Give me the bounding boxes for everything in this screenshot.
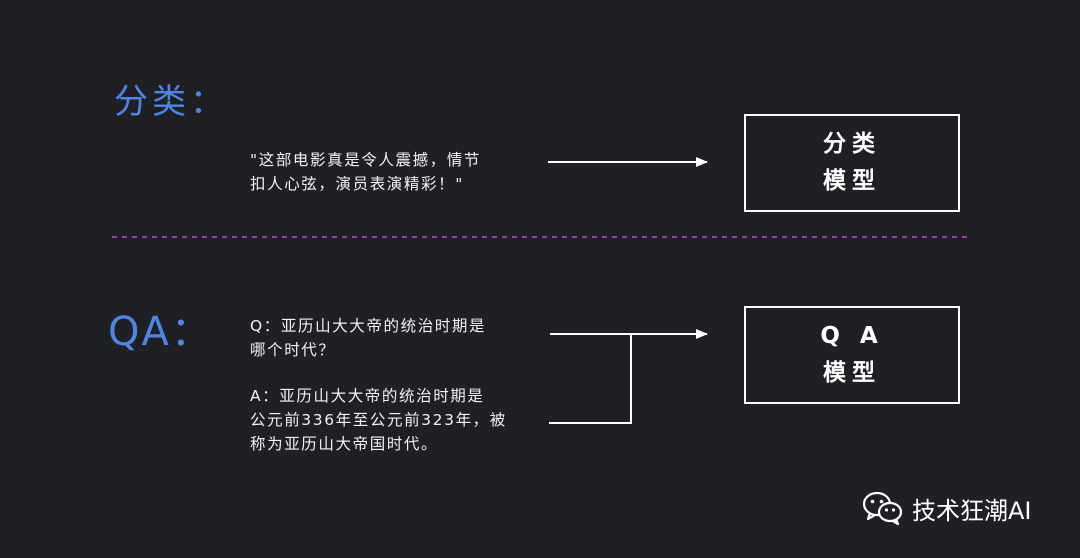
watermark-text: 技术狂潮AI: [912, 496, 1032, 525]
watermark: 技术狂潮AI: [862, 490, 1032, 526]
qa-model-label-line: 模型: [823, 360, 881, 386]
answer-text: A：亚历山大大帝的统治时期是 公元前336年至公元前323年，被 称为亚历山大帝…: [250, 384, 540, 456]
classification-model-label-line: 分类: [823, 131, 881, 157]
wechat-icon: [862, 491, 903, 526]
answer-line: 称为亚历山大帝国时代。: [250, 435, 439, 453]
qa-model-label-line: Q A: [820, 323, 884, 349]
answer-line: 公元前336年至公元前323年，被: [250, 411, 507, 429]
qa-model-box: Q A 模型: [744, 306, 960, 404]
question-text: Q：亚历山大大帝的统治时期是 哪个时代？: [250, 314, 540, 362]
classification-input-line: 扣人心弦，演员表演精彩！": [250, 175, 464, 193]
qa-answer-connector: [549, 334, 632, 424]
question-line: Q：亚历山大大帝的统治时期是: [250, 317, 487, 335]
classification-input-line: "这部电影真是令人震撼，情节: [250, 151, 482, 169]
classification-section-label: 分类：: [114, 82, 228, 122]
answer-line: A：亚历山大大帝的统治时期是: [250, 387, 485, 405]
classification-model-box: 分类 模型: [744, 114, 960, 212]
qa-section-label: QA：: [108, 309, 213, 355]
question-line: 哪个时代？: [250, 341, 336, 359]
classification-input-text: "这部电影真是令人震撼，情节 扣人心弦，演员表演精彩！": [250, 148, 540, 196]
classification-model-label-line: 模型: [823, 168, 881, 194]
